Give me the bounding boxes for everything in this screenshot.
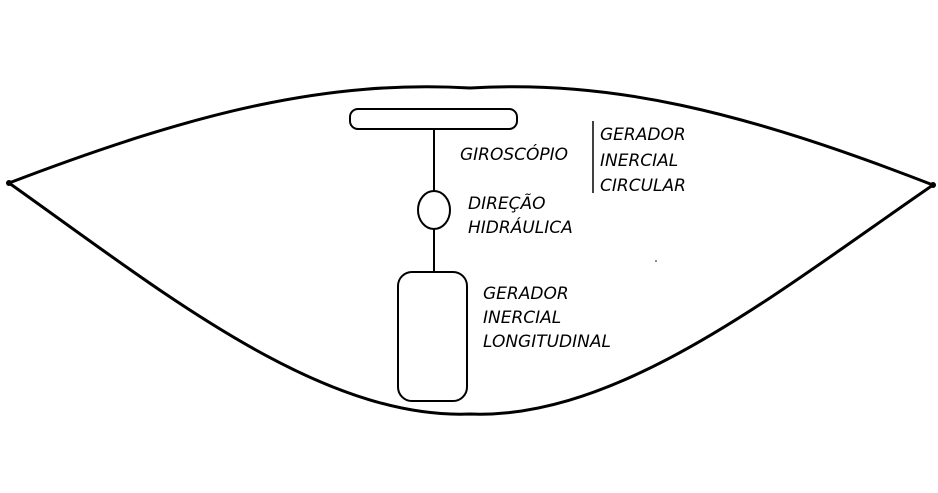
label-direcao-line-2: HIDRÁULICA [468, 216, 573, 238]
hull-right-point [930, 182, 936, 188]
label-circular-line-2: INERCIAL [600, 151, 678, 171]
longitudinal-generator-block [397, 271, 468, 402]
label-longitudinal-line-3: LONGITUDINAL [483, 332, 611, 352]
label-circular-line-3: CIRCULAR [600, 176, 686, 196]
label-longitudinal-line-2: INERCIAL [483, 308, 561, 328]
stray-dot [655, 260, 657, 262]
label-longitudinal-line-1: GERADOR [483, 284, 569, 304]
label-direcao-line-1: DIREÇÃO [468, 192, 546, 214]
gyroscope-disk [349, 108, 518, 130]
hull-left-point [6, 180, 12, 186]
label-circular-line-1: GERADOR [600, 125, 686, 145]
hull-outline [5, 85, 937, 416]
hydraulic-steering-node [417, 190, 451, 230]
label-giroscopio: GIROSCÓPIO [460, 143, 568, 165]
